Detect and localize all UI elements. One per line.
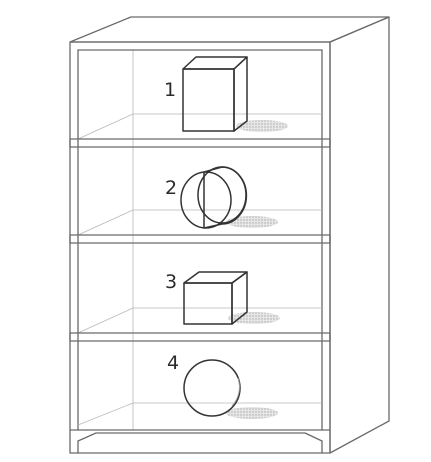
shelf-3-group: 3 — [165, 271, 280, 325]
shelf-number-3: 3 — [165, 271, 177, 293]
shelf-number-4: 4 — [167, 352, 179, 374]
shelf-2-group: 2 — [165, 166, 278, 229]
shelf-number-2: 2 — [165, 177, 177, 199]
shelf-board-4 — [77, 402, 322, 426]
shadow-4 — [226, 407, 278, 419]
bookcase-frame — [69, 16, 390, 454]
shelf-number-1: 1 — [164, 79, 176, 101]
shelf-board-3 — [69, 307, 331, 342]
shelf-board-1 — [69, 113, 331, 148]
shadow-3 — [228, 312, 280, 324]
shadow-2 — [226, 216, 278, 228]
shelf-1-group: 1 — [164, 56, 288, 132]
prism-object — [182, 56, 248, 132]
cylinder-object — [180, 166, 248, 229]
cube-object — [183, 271, 248, 325]
shelf-board-2 — [69, 209, 331, 244]
sphere-object — [183, 359, 241, 417]
shelf-4-group: 4 — [167, 352, 278, 419]
shadow-1 — [236, 120, 288, 132]
shelf-boards — [69, 113, 331, 426]
